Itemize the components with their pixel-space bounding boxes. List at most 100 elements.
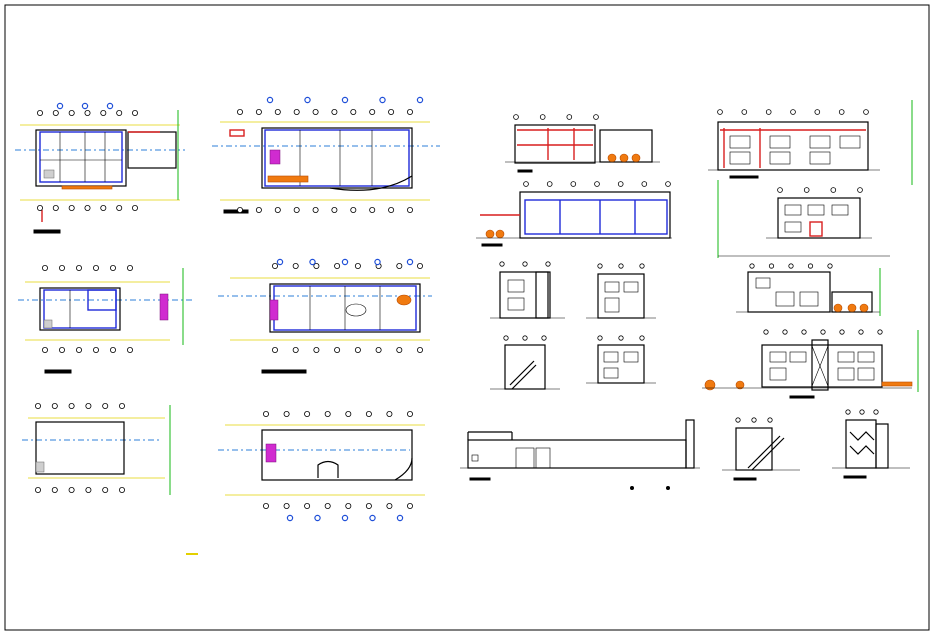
front-elevation <box>708 100 913 185</box>
grid-bubble <box>416 346 423 353</box>
grid-bubble <box>102 486 109 493</box>
grid-bubble <box>127 264 134 271</box>
grid-bubble <box>76 346 83 353</box>
grid-bubble <box>379 96 386 104</box>
grid-bubble <box>345 410 352 417</box>
grid-bubble <box>839 329 845 335</box>
grid-bubble <box>803 187 810 193</box>
grid-bubble <box>68 110 75 117</box>
grid-bubble <box>35 402 42 409</box>
grid-bubble <box>100 110 107 117</box>
grid-bubble <box>304 502 311 509</box>
grid-bubble <box>546 181 553 187</box>
grid-bubble <box>283 410 290 417</box>
grid-bubble <box>345 502 352 509</box>
grid-bubble <box>406 410 413 417</box>
grid-bubble <box>820 329 826 335</box>
grid-bubble <box>334 262 341 269</box>
grid-bubble <box>76 264 83 271</box>
grid-bubble <box>751 417 757 423</box>
grid-bubble <box>396 346 403 353</box>
grid-bubble <box>396 514 404 522</box>
grid-bubble <box>741 109 748 115</box>
grid-bubble <box>119 486 126 493</box>
grid-bubble <box>37 204 44 211</box>
grid-bubble <box>68 204 75 211</box>
grid-bubble <box>416 262 423 269</box>
grid-bubble <box>639 335 645 341</box>
grid-bubble <box>749 263 755 269</box>
grid-bubble <box>863 109 869 115</box>
grid-bubble <box>119 402 126 409</box>
grid-bubble <box>365 502 372 509</box>
grid-bubble <box>341 258 349 266</box>
grid-bubble <box>406 109 413 116</box>
grid-bubble <box>85 402 92 409</box>
grid-bubble <box>37 110 44 117</box>
grid-bubble <box>236 206 243 213</box>
grid-bubble <box>312 206 319 213</box>
stair-detail-1 <box>722 427 800 481</box>
grid-bubble <box>292 262 299 269</box>
grid-bubble <box>386 502 393 509</box>
grid-bubble <box>522 335 528 341</box>
grid-bubble <box>782 329 788 335</box>
grid-bubble <box>350 206 357 213</box>
grid-bubble <box>597 335 603 341</box>
grid-bubble <box>324 410 331 417</box>
grid-bubble <box>93 346 100 353</box>
side-elevation-4 <box>586 344 656 384</box>
grid-bubble <box>388 206 395 213</box>
grid-bubble <box>59 264 66 271</box>
sheet-border <box>4 4 930 631</box>
grid-bubble <box>286 514 294 522</box>
plan-first-floor-a <box>18 268 195 374</box>
grid-bubble <box>68 402 75 409</box>
grid-bubble <box>255 109 262 116</box>
grid-bubble <box>274 206 281 213</box>
plan-roof-b <box>186 424 425 555</box>
grid-bubble <box>594 181 600 187</box>
grid-bubble <box>309 258 316 266</box>
grid-bubble <box>276 258 284 266</box>
grid-bubble <box>312 109 319 116</box>
grid-bubble <box>324 502 331 509</box>
grid-bubble <box>271 346 278 353</box>
grid-bubble <box>877 329 883 335</box>
side-elevation-5 <box>736 268 881 316</box>
grid-bubble <box>845 409 851 415</box>
grid-bubble <box>266 96 274 104</box>
grid-bubble <box>56 102 64 110</box>
grid-bubble <box>375 346 382 353</box>
grid-bubble <box>331 206 338 213</box>
grid-bubble <box>293 206 300 213</box>
section-a <box>505 124 660 173</box>
grid-bubble <box>374 258 381 266</box>
grid-bubble <box>236 109 243 116</box>
grid-bubble <box>597 263 603 269</box>
grid-bubble <box>873 409 879 415</box>
grid-bubble <box>767 417 773 423</box>
grid-bubble <box>42 264 49 271</box>
grid-bubble <box>641 181 648 187</box>
grid-bubble <box>51 486 58 493</box>
grid-bubble <box>116 110 123 117</box>
side-elevation-3 <box>490 344 560 390</box>
plan-roof-a <box>22 405 171 495</box>
rear-elevation <box>717 180 890 258</box>
grid-bubble <box>801 329 807 335</box>
grid-bubble <box>59 346 66 353</box>
grid-bubble <box>52 204 59 211</box>
grid-bubble <box>293 109 300 116</box>
grid-bubble <box>639 263 645 269</box>
grid-bubble <box>331 109 338 116</box>
grid-bubble <box>859 409 865 415</box>
grid-bubble <box>116 204 123 211</box>
grid-bubble <box>313 262 320 269</box>
grid-bubble <box>570 181 577 187</box>
grid-bubble <box>388 109 395 116</box>
grid-bubble <box>262 410 269 417</box>
grid-bubble <box>735 417 741 423</box>
grid-bubble <box>127 346 134 353</box>
grid-bubble <box>35 486 42 493</box>
